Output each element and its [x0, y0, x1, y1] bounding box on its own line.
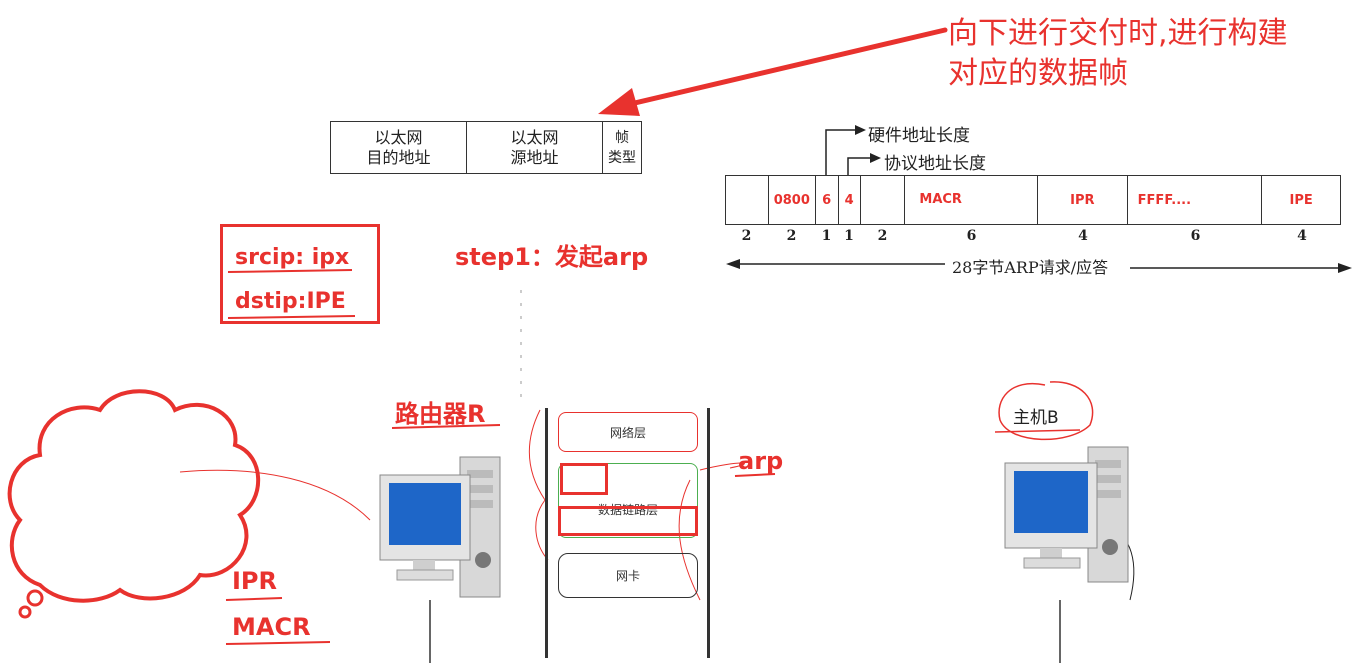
arp-field	[726, 176, 769, 224]
arp-field: IPR	[1038, 176, 1128, 224]
hw-addr-len-label: 硬件地址长度	[868, 126, 970, 146]
srcip-label: srcip: ipx	[235, 245, 350, 270]
step1-label: step1：发起arp	[455, 243, 649, 271]
arp-field: IPE	[1289, 192, 1313, 208]
top-annotation: 向下进行交付时,进行构建 对应的数据帧	[948, 14, 1288, 94]
top-annotation-line1: 向下进行交付时,进行构建	[948, 16, 1288, 51]
arp-field	[861, 176, 906, 224]
arp-field-sizes: 2 2 1 1 2 6 4 6 4	[725, 228, 1341, 246]
arp-field: 6	[816, 176, 839, 224]
datalink-frame-highlight	[558, 506, 698, 536]
arp-size: 2	[741, 228, 752, 244]
arp-size: 6	[966, 228, 977, 244]
arp-field: FFFF....	[1128, 176, 1263, 224]
router-computer-icon	[379, 456, 501, 598]
arrow-head	[598, 88, 640, 116]
ethernet-header: 以太网目的地址 以太网源地址 帧类型	[330, 121, 642, 174]
proto-addr-len-label: 协议地址长度	[884, 154, 986, 174]
arp-size: 6	[1190, 228, 1201, 244]
cloud-link-stroke	[179, 469, 371, 521]
cloud-bubble-icon	[18, 605, 32, 619]
arp-size: 2	[877, 228, 888, 244]
host-b-computer-icon	[1004, 446, 1129, 583]
nic-layer: 网卡	[558, 553, 698, 598]
arp-size: 1	[821, 228, 832, 244]
arp-size: 4	[1078, 228, 1088, 244]
eth-src-cell: 以太网源地址	[467, 122, 603, 173]
eth-dest-cell: 以太网目的地址	[331, 122, 467, 173]
router-title: 路由器R	[395, 400, 486, 428]
arp-total-label: 28字节ARP请求/应答	[952, 258, 1109, 277]
arp-field: MACR	[905, 176, 1038, 224]
arp-packet-frame: 0800 6 4 MACR IPR FFFF.... IPE	[725, 175, 1341, 225]
arp-size: 1	[844, 228, 854, 244]
arp-size: 4	[1297, 228, 1307, 244]
arp-field: 4	[839, 176, 861, 224]
arp-size: 2	[786, 228, 797, 244]
datalink-highlight-box	[560, 463, 608, 495]
ip-info-box: srcip: ipx dstip:IPE	[220, 224, 380, 324]
cloud-icon	[7, 389, 261, 603]
router-ipr-label: IPR	[232, 567, 277, 595]
arrow-shaft	[619, 27, 948, 109]
top-annotation-line2: 对应的数据帧	[948, 56, 1128, 91]
cloud-bubble-icon	[26, 589, 44, 607]
dstip-label: dstip:IPE	[235, 289, 346, 314]
protocol-stack: 网络层 数据链路层 网卡	[545, 408, 710, 658]
arp-label: arp	[738, 447, 784, 475]
arp-field: 0800	[769, 176, 816, 224]
router-macr-label: MACR	[232, 613, 311, 641]
network-layer: 网络层	[558, 412, 698, 452]
host-b-title: 主机B	[1013, 408, 1059, 428]
eth-type-cell: 帧类型	[608, 129, 636, 166]
